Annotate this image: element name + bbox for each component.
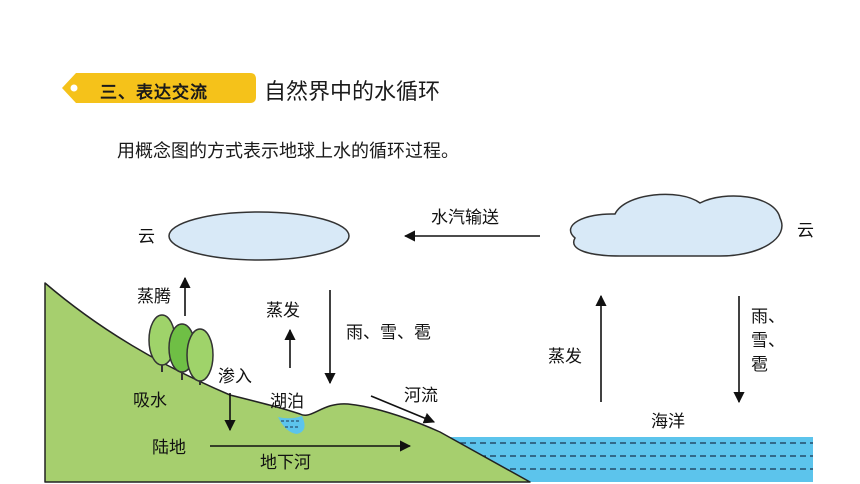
absorption-label: 吸水 xyxy=(133,391,167,411)
trees xyxy=(148,314,214,385)
instruction-text: 用概念图的方式表示地球上水的循环过程。 xyxy=(117,141,459,162)
cloud-left-label: 云 xyxy=(138,227,155,247)
pill-dot-icon xyxy=(70,84,78,92)
cloud-left xyxy=(168,211,350,261)
flow-arrows xyxy=(179,230,745,452)
section-pill xyxy=(62,73,256,103)
underground-river-label: 地下河 xyxy=(260,453,311,473)
precip-ocean-label-2: 雪、 xyxy=(751,331,785,351)
infiltration-label: 渗入 xyxy=(218,367,252,387)
land xyxy=(44,282,531,483)
ocean-label: 海洋 xyxy=(651,412,685,432)
river-arrow xyxy=(370,395,436,424)
precip-ocean-label-1: 雨、 xyxy=(751,307,785,327)
cloud-right-label: 云 xyxy=(797,221,814,241)
page-title: 自然界中的水循环 xyxy=(264,80,441,105)
vapor-transport-label: 水汽输送 xyxy=(431,208,499,228)
water-cycle-diagram: 云 云 水汽输送 蒸腾 蒸发 雨、雪、雹 渗入 吸水 湖泊 河流 陆地 地下河 … xyxy=(44,193,814,483)
transpiration-label: 蒸腾 xyxy=(137,287,171,307)
evaporation-lake-label: 蒸发 xyxy=(266,301,300,321)
lake-label: 湖泊 xyxy=(270,392,304,412)
section-label: 三、表达交流 xyxy=(100,83,208,103)
evaporation-ocean-label: 蒸发 xyxy=(548,347,582,367)
river-label: 河流 xyxy=(404,386,438,406)
land-label: 陆地 xyxy=(152,438,186,458)
precip-land-label: 雨、雪、雹 xyxy=(346,323,431,343)
section-header: 三、表达交流 自然界中的水循环 xyxy=(62,70,622,106)
precip-ocean-label-3: 雹 xyxy=(751,355,768,375)
cloud-right xyxy=(569,193,783,257)
